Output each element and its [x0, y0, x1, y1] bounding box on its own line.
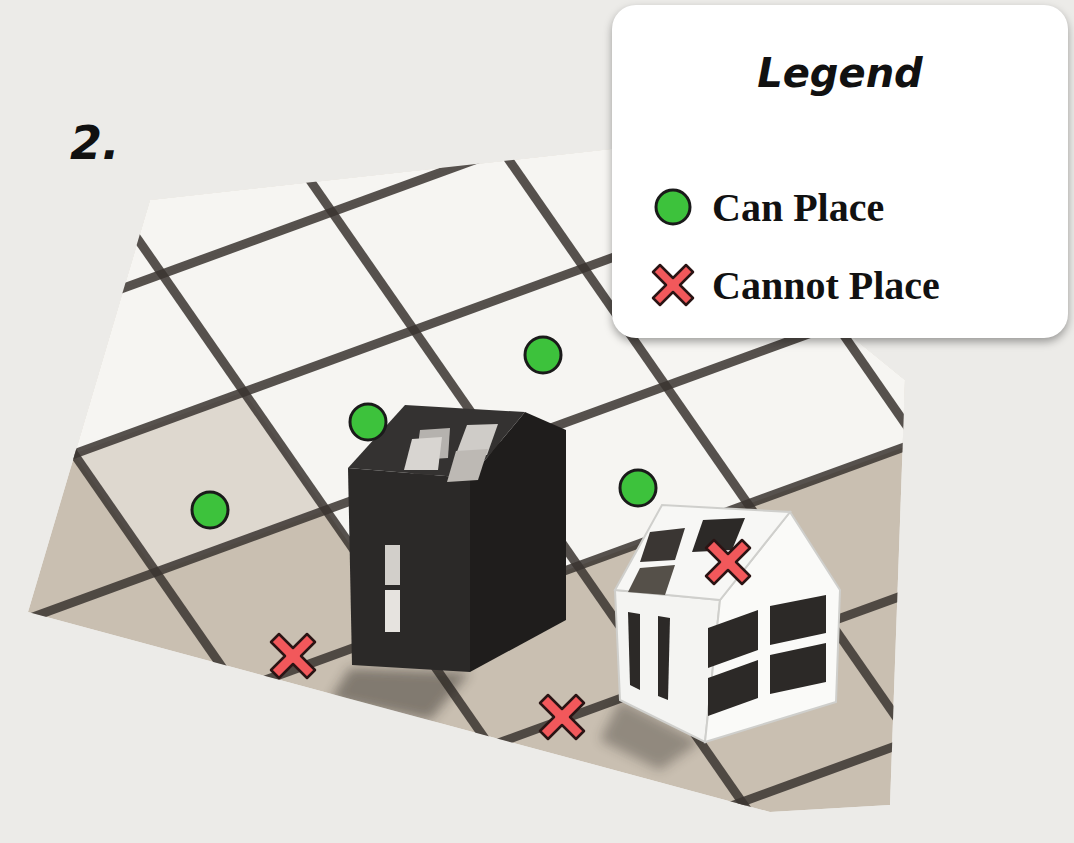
grid-line	[309, 0, 1074, 843]
board-cell	[0, 0, 250, 156]
legend-label: Cannot Place	[712, 262, 940, 309]
legend-heading: Legend	[612, 49, 1068, 97]
board-cell	[0, 336, 74, 516]
grid-line	[0, 0, 601, 843]
step-number: 2.	[70, 118, 119, 169]
grid-line	[479, 0, 1074, 843]
legend-entry: Cannot Place	[650, 257, 940, 313]
white-cube	[615, 505, 840, 742]
board-cell	[0, 0, 168, 38]
cube-shadow	[330, 668, 470, 720]
legend-entry: Can Place	[650, 179, 884, 235]
can-place-sample	[650, 184, 696, 230]
grid-line	[139, 0, 1074, 843]
board-cell	[338, 0, 590, 32]
cannot-place-sample	[650, 262, 696, 308]
legend-panel: LegendCan PlaceCannot Place	[612, 5, 1068, 338]
board-cell	[168, 0, 420, 94]
board-cell	[666, 324, 918, 504]
grid-line	[0, 0, 1074, 739]
grid-line	[0, 0, 431, 843]
board-cell	[0, 38, 80, 218]
can-place-marker	[192, 337, 656, 528]
grid-line	[0, 0, 261, 843]
black-cube	[348, 405, 566, 672]
board-cells	[0, 0, 1074, 702]
cannot-place-marker	[271, 540, 750, 739]
grid-line	[0, 337, 1074, 843]
legend-label: Can Place	[712, 184, 884, 231]
